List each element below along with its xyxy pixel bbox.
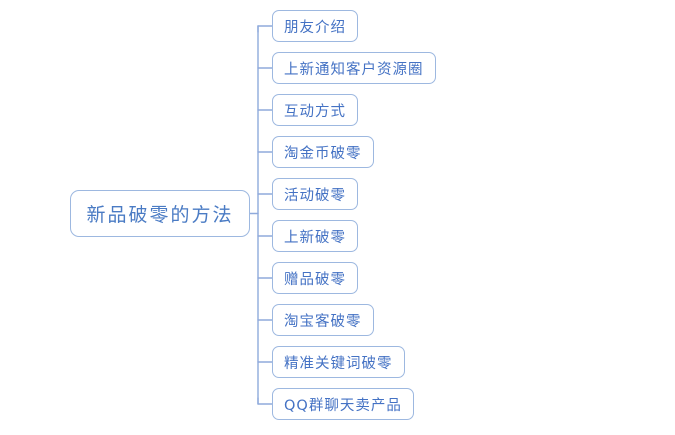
branch-node-3[interactable]: 互动方式 <box>272 94 358 126</box>
branch-node-label: 赠品破零 <box>284 271 346 288</box>
connector-branch-1 <box>257 25 273 33</box>
branch-node-5[interactable]: 活动破零 <box>272 178 358 210</box>
branch-node-label: 淘宝客破零 <box>284 313 362 330</box>
branch-node-label: 朋友介绍 <box>284 19 346 36</box>
root-node[interactable]: 新品破零的方法 <box>70 190 250 237</box>
branch-node-label: 上新破零 <box>284 229 346 246</box>
branch-node-label: 活动破零 <box>284 187 346 204</box>
branch-node-label: 互动方式 <box>284 103 346 120</box>
branch-node-1[interactable]: 朋友介绍 <box>272 10 358 42</box>
branch-node-label: QQ群聊天卖产品 <box>284 397 402 414</box>
branch-node-10[interactable]: QQ群聊天卖产品 <box>272 388 414 420</box>
branch-node-7[interactable]: 赠品破零 <box>272 262 358 294</box>
branch-node-6[interactable]: 上新破零 <box>272 220 358 252</box>
branch-node-9[interactable]: 精准关键词破零 <box>272 346 405 378</box>
connector-branch-10 <box>257 397 273 405</box>
branch-node-label: 上新通知客户资源圈 <box>284 61 424 78</box>
branch-node-4[interactable]: 淘金币破零 <box>272 136 374 168</box>
branch-node-label: 淘金币破零 <box>284 145 362 162</box>
branch-node-label: 精准关键词破零 <box>284 355 393 372</box>
root-node-label: 新品破零的方法 <box>86 204 234 226</box>
branch-node-2[interactable]: 上新通知客户资源圈 <box>272 52 436 84</box>
branch-node-8[interactable]: 淘宝客破零 <box>272 304 374 336</box>
